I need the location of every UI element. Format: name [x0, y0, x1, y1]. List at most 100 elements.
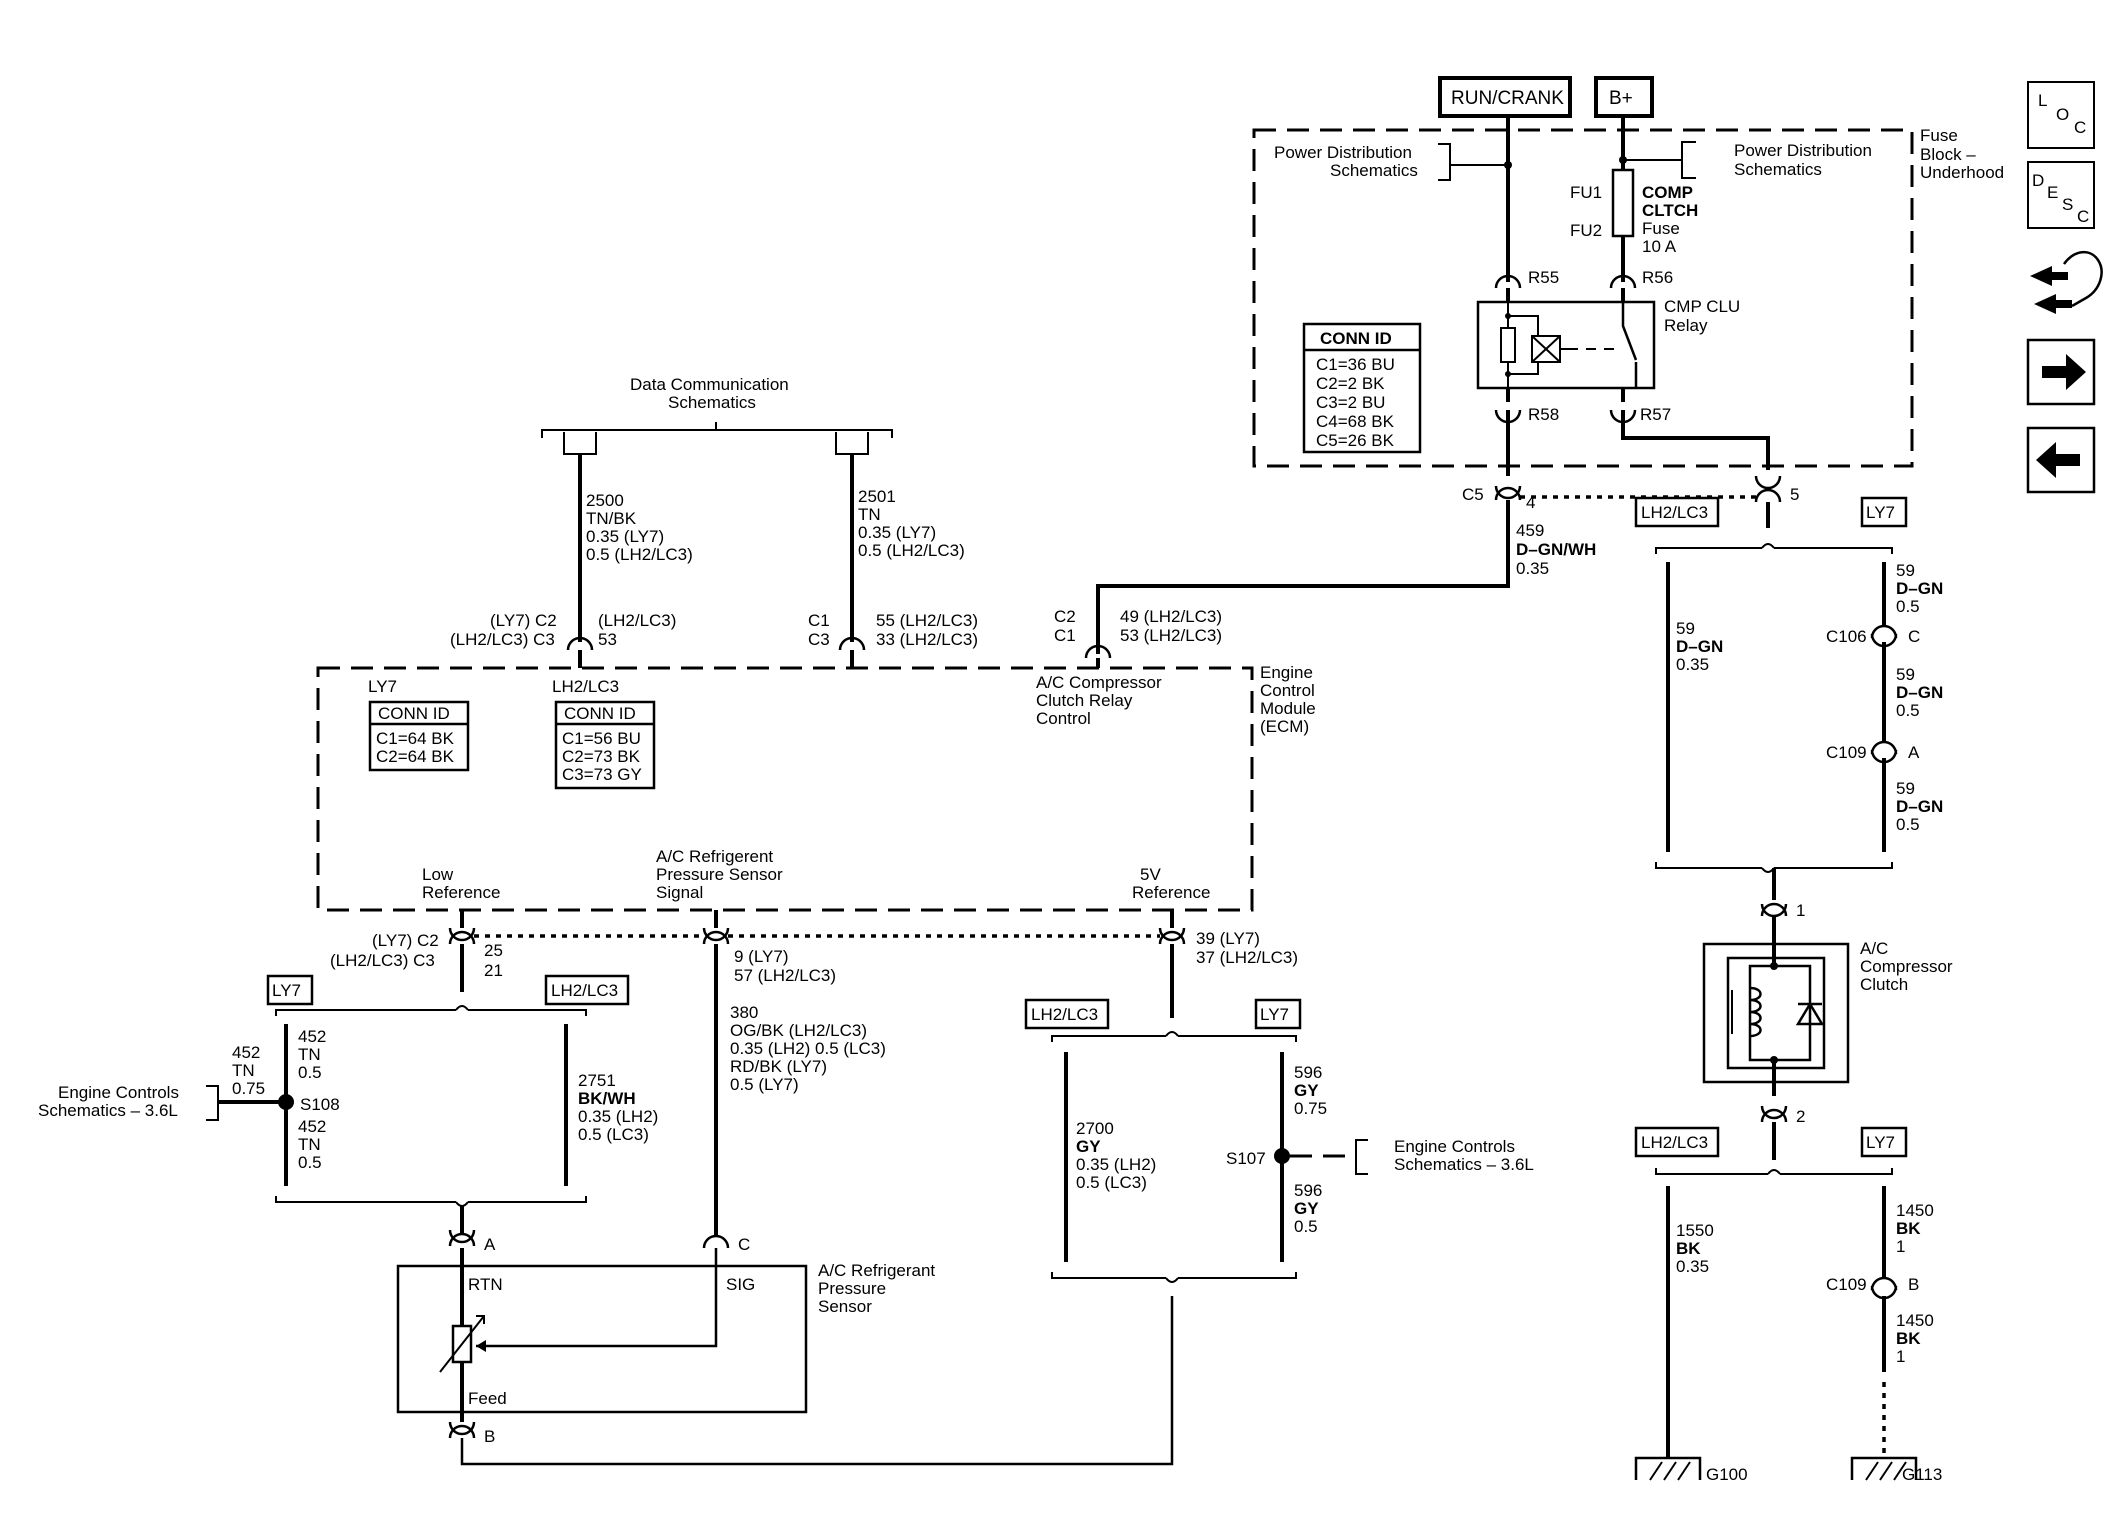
svg-text:(LH2/LC3): (LH2/LC3) — [598, 611, 676, 630]
loc-button[interactable]: L O C — [2027, 81, 2095, 149]
data-comm-schematics-link[interactable]: Data Communication Schematics — [541, 375, 893, 455]
five-v-ly7-tag: LY7 — [1254, 998, 1302, 1030]
ly7-label: LY7 — [368, 677, 397, 696]
svg-text:57 (LH2/LC3): 57 (LH2/LC3) — [734, 966, 836, 985]
svg-text:0.5: 0.5 — [1896, 597, 1920, 616]
svg-text:1450: 1450 — [1896, 1201, 1934, 1220]
svg-text:2700: 2700 — [1076, 1119, 1114, 1138]
svg-text:Engine Controls: Engine Controls — [1394, 1137, 1515, 1156]
svg-text:1: 1 — [1896, 1347, 1905, 1366]
svg-text:0.5: 0.5 — [298, 1063, 322, 1082]
svg-text:0.5: 0.5 — [298, 1153, 322, 1172]
svg-text:S107: S107 — [1226, 1149, 1266, 1168]
svg-text:Sensor: Sensor — [818, 1297, 872, 1316]
svg-text:BK/WH: BK/WH — [578, 1089, 636, 1108]
svg-text:LY7: LY7 — [1260, 1005, 1289, 1024]
svg-text:CONN ID: CONN ID — [1320, 329, 1392, 348]
svg-text:RD/BK (LY7): RD/BK (LY7) — [730, 1057, 827, 1076]
ground-g113-icon: G113 — [1850, 1456, 1942, 1484]
arrow-left-icon — [2036, 442, 2080, 478]
loc-letter: C — [2074, 118, 2086, 137]
svg-text:Engine: Engine — [1260, 663, 1313, 682]
svg-text:452: 452 — [232, 1043, 260, 1062]
svg-text:BK: BK — [1676, 1239, 1701, 1258]
svg-text:(LH2/LC3) C3: (LH2/LC3) C3 — [330, 951, 435, 970]
pds-link-left[interactable]: Power Distribution Schematics — [1274, 143, 1508, 181]
svg-text:C3=2 BU: C3=2 BU — [1316, 393, 1385, 412]
svg-text:C3=73 GY: C3=73 GY — [562, 765, 642, 784]
wire-2501: 2501 TN 0.35 (LY7) 0.5 (LH2/LC3) — [858, 487, 965, 560]
svg-text:B+: B+ — [1609, 88, 1633, 109]
svg-text:LY7: LY7 — [272, 981, 301, 1000]
next-page-button[interactable] — [2026, 338, 2096, 406]
svg-text:D–GN: D–GN — [1896, 797, 1943, 816]
bplus-source: B+ — [1594, 76, 1654, 118]
svg-text:(ECM): (ECM) — [1260, 717, 1309, 736]
svg-text:Power Distribution: Power Distribution — [1734, 141, 1872, 160]
svg-text:C: C — [1908, 627, 1920, 646]
svg-text:2500: 2500 — [586, 491, 624, 510]
ecs-link-left[interactable]: Engine Controls Schematics – 3.6L — [38, 1083, 219, 1121]
svg-text:TN/BK: TN/BK — [586, 509, 637, 528]
svg-text:LH2/LC3: LH2/LC3 — [1031, 1005, 1098, 1024]
svg-text:COMP: COMP — [1642, 183, 1693, 202]
svg-text:9 (LY7): 9 (LY7) — [734, 947, 789, 966]
svg-text:0.35: 0.35 — [1676, 655, 1709, 674]
svg-text:C2=64 BK: C2=64 BK — [376, 747, 455, 766]
svg-text:452: 452 — [298, 1027, 326, 1046]
s107-splice — [1274, 1148, 1290, 1164]
pds-link-right[interactable]: Power Distribution Schematics — [1623, 141, 1872, 179]
clutch-ly7-tag: LY7 — [1860, 496, 1908, 528]
previous-page-button[interactable] — [2026, 426, 2096, 494]
svg-text:C4=68 BK: C4=68 BK — [1316, 412, 1395, 431]
svg-text:TN: TN — [298, 1045, 321, 1064]
svg-text:Fuse: Fuse — [1920, 126, 1958, 145]
svg-text:1: 1 — [1796, 901, 1805, 920]
svg-text:25: 25 — [484, 941, 503, 960]
svg-text:37 (LH2/LC3): 37 (LH2/LC3) — [1196, 948, 1298, 967]
svg-text:A/C Compressor: A/C Compressor — [1036, 673, 1162, 692]
ecm-ly7-conn-id: CONN ID C1=64 BK C2=64 BK — [368, 700, 470, 772]
clutch-lh2-tag: LH2/LC3 — [1634, 496, 1720, 528]
svg-text:Schematics – 3.6L: Schematics – 3.6L — [38, 1101, 178, 1120]
component-locator-icon[interactable] — [2030, 251, 2103, 314]
svg-text:C2=2 BK: C2=2 BK — [1316, 374, 1385, 393]
r58-terminal: R58 — [1528, 405, 1559, 424]
svg-text:FU1: FU1 — [1570, 183, 1602, 202]
svg-text:SIG: SIG — [726, 1275, 755, 1294]
svg-text:D–GN: D–GN — [1896, 683, 1943, 702]
svg-text:0.5: 0.5 — [1294, 1217, 1318, 1236]
lh2-label: LH2/LC3 — [552, 677, 619, 696]
svg-text:Block –: Block – — [1920, 145, 1976, 164]
desc-button[interactable]: D E S C — [2027, 161, 2095, 229]
svg-text:D–GN: D–GN — [1896, 579, 1943, 598]
desc-letter: S — [2062, 195, 2073, 214]
svg-text:Compressor: Compressor — [1860, 957, 1953, 976]
svg-text:0.35 (LH2) 0.5 (LC3): 0.35 (LH2) 0.5 (LC3) — [730, 1039, 886, 1058]
svg-text:Control: Control — [1260, 681, 1315, 700]
svg-text:CONN ID: CONN ID — [564, 704, 636, 723]
svg-text:CLTCH: CLTCH — [1642, 201, 1698, 220]
svg-text:0.35 (LY7): 0.35 (LY7) — [586, 527, 664, 546]
svg-text:BK: BK — [1896, 1329, 1921, 1348]
svg-text:RTN: RTN — [468, 1275, 503, 1294]
svg-text:0.75: 0.75 — [232, 1079, 265, 1098]
svg-text:Data Communication: Data Communication — [630, 375, 789, 394]
svg-text:49 (LH2/LC3): 49 (LH2/LC3) — [1120, 607, 1222, 626]
wire-459: 459 D–GN/WH 0.35 — [1516, 521, 1596, 578]
svg-text:C1=56 BU: C1=56 BU — [562, 729, 641, 748]
ground-g100-icon: G100 — [1634, 1456, 1748, 1484]
svg-text:459: 459 — [1516, 521, 1544, 540]
svg-text:Pressure Sensor: Pressure Sensor — [656, 865, 783, 884]
desc-letter: D — [2032, 171, 2044, 190]
svg-text:39 (LY7): 39 (LY7) — [1196, 929, 1260, 948]
svg-text:1: 1 — [1896, 1237, 1905, 1256]
svg-text:C3: C3 — [808, 630, 830, 649]
svg-text:(LY7) C2: (LY7) C2 — [372, 931, 439, 950]
svg-text:0.5 (LH2/LC3): 0.5 (LH2/LC3) — [586, 545, 693, 564]
ac-refrigerant-pressure-sensor: RTN SIG Feed A/C Refrigerant Pressure Se… — [396, 1248, 935, 1414]
svg-text:S108: S108 — [300, 1095, 340, 1114]
svg-text:Power Distribution: Power Distribution — [1274, 143, 1412, 162]
svg-text:Clutch Relay: Clutch Relay — [1036, 691, 1133, 710]
ecs-link-right[interactable]: Engine Controls Schematics – 3.6L — [1355, 1137, 1534, 1175]
